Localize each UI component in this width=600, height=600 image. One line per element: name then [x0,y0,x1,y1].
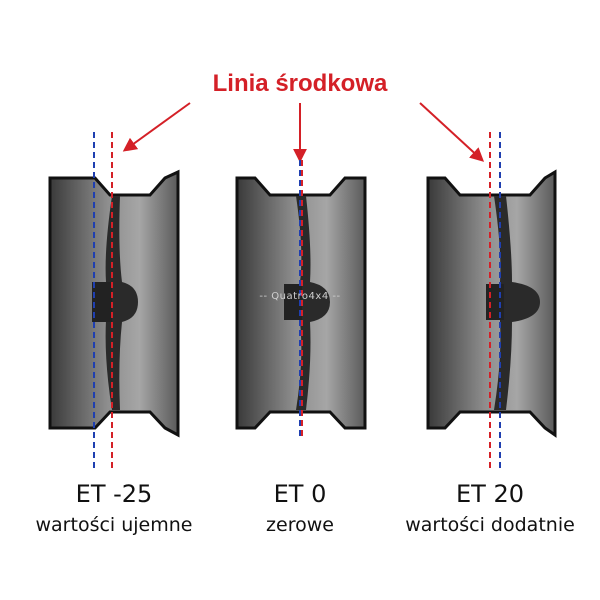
watermark: -- Quatro4x4 -- [259,291,341,302]
description-positive: wartości dodatnie [405,514,575,536]
arrow-left [122,102,191,152]
wheel-positive [426,132,557,470]
description-zero: zerowe [266,514,334,536]
arrow-right [419,102,485,162]
wheel-negative [48,132,180,470]
diagram-title: Linia środkowa [212,70,388,97]
et-label-negative: ET -25 [75,480,153,508]
description-negative: wartości ujemne [35,514,193,536]
wheel-disc [296,196,330,410]
wheel-disc [494,196,540,410]
wheel-disc [105,196,138,410]
et-label-positive: ET 20 [456,480,524,508]
wheel-zero [235,160,367,440]
et-label-zero: ET 0 [273,480,327,508]
